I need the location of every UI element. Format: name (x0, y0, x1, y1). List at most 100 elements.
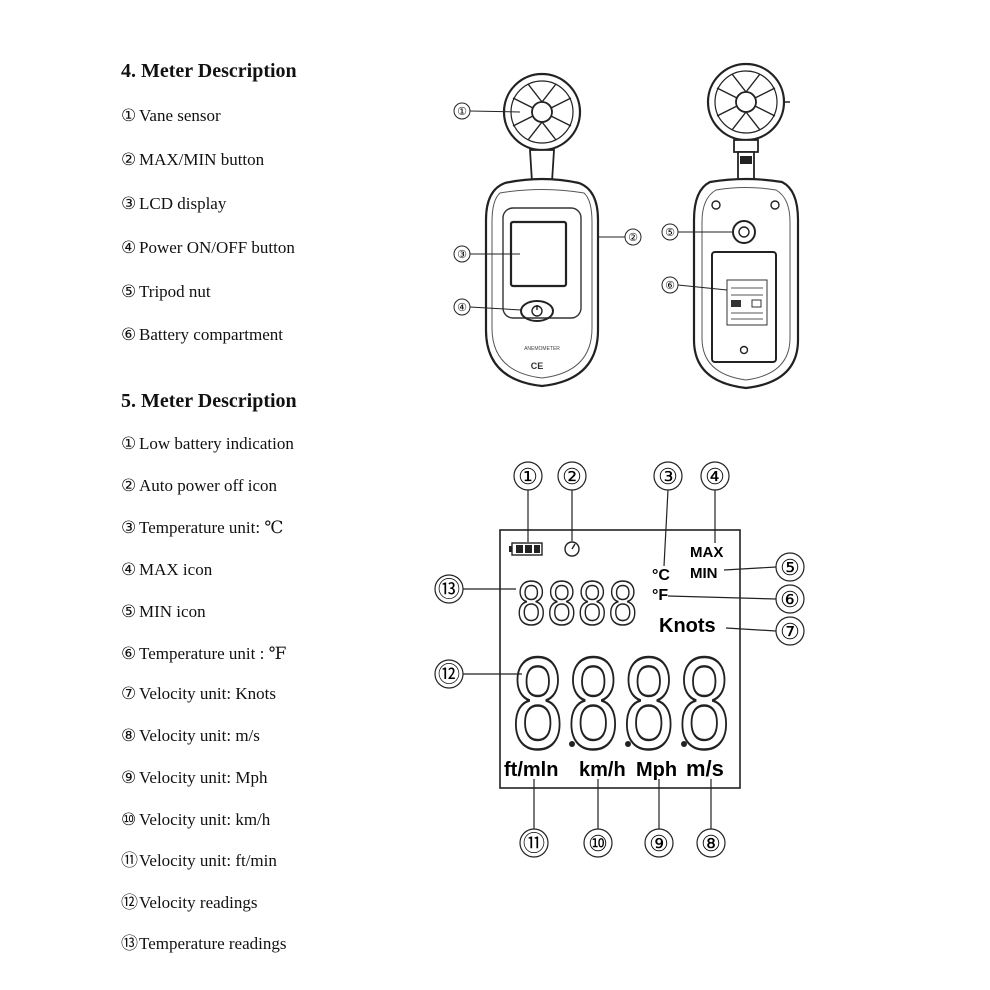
item-number: ⑬ (121, 934, 138, 953)
item-number: ⑫ (121, 893, 138, 912)
item-number: ⑨ (121, 768, 137, 787)
item-text: Velocity unit: km/h (139, 810, 271, 829)
item-text: Power ON/OFF button (139, 238, 295, 257)
item-number: ⑪ (121, 851, 138, 870)
meter-back-illustration (692, 62, 800, 390)
item-number: ② (121, 476, 137, 495)
lcd-callout-5: ⑤ (780, 555, 800, 580)
ce-mark: CE (531, 361, 544, 371)
lcd-callout-7: ⑦ (780, 619, 800, 644)
item-text: Temperature unit : ℉ (139, 644, 287, 663)
lcd-callout-12: ⑫ (438, 662, 460, 687)
callout-back-5: ⑤ (665, 227, 675, 239)
lcd-small-digits: 8888 (516, 570, 638, 638)
callout-front-1: ① (457, 106, 467, 118)
lcd-velocity-readout: 8888 (509, 634, 733, 778)
callout-front-4: ④ (457, 302, 467, 314)
item-text: MAX/MIN button (139, 150, 265, 169)
item-number: ⑤ (121, 602, 137, 621)
front-brand-label: ANEMOMETER (524, 346, 560, 352)
item-text: Low battery indication (139, 434, 294, 453)
lcd-callout-1: ① (518, 464, 538, 489)
back-callouts: ⑤ ⑥ (661, 223, 733, 294)
item-text: Velocity unit: Knots (139, 684, 276, 703)
battery-icon (509, 542, 543, 556)
lcd-fahrenheit-icon: °F (652, 587, 668, 604)
lcd-unit-mph: Mph (636, 759, 677, 781)
lcd-callouts: ① ② ③ ④ ⑤ ⑥ ⑦ ⑧ ⑨ ⑩ (434, 461, 805, 858)
callout-front-2: ② (628, 232, 638, 244)
item-text: Velocity unit: ft/min (139, 851, 277, 870)
lcd-diagram: MAX MIN °C °F Knots 8888 8888 ft/mln km/… (499, 529, 741, 789)
item-text: MAX icon (139, 560, 213, 579)
item-text: Tripod nut (139, 282, 211, 301)
item-number: ④ (121, 238, 137, 257)
item-text: Temperature readings (139, 934, 287, 953)
lcd-unit-kmh: km/h (579, 759, 626, 781)
lcd-unit-ftmin: ft/mln (504, 759, 558, 781)
callout-back-6: ⑥ (665, 280, 675, 292)
item-number: ③ (121, 518, 137, 537)
lcd-callout-6: ⑥ (780, 587, 800, 612)
lcd-min-icon: MIN (690, 565, 718, 582)
lcd-callout-13: ⑬ (438, 577, 460, 602)
lcd-callout-11: ⑪ (523, 831, 545, 856)
meter-front-illustration: ANEMOMETER CE (484, 72, 600, 388)
item-text: Vane sensor (139, 106, 221, 125)
lcd-knots-icon: Knots (659, 615, 716, 637)
lcd-callout-3: ③ (658, 464, 678, 489)
item-number: ⑥ (121, 325, 137, 344)
item-text: Temperature unit: ℃ (139, 518, 284, 537)
item-number: ⑤ (121, 282, 137, 301)
item-number: ② (121, 150, 137, 169)
lcd-callout-10: ⑩ (588, 831, 608, 856)
lcd-callout-2: ② (562, 464, 582, 489)
item-text: Battery compartment (139, 325, 283, 344)
item-number: ① (121, 434, 137, 453)
lcd-celsius-icon: °C (652, 567, 670, 584)
item-text: Auto power off icon (139, 476, 278, 495)
item-number: ⑧ (121, 726, 137, 745)
item-number: ⑥ (121, 644, 137, 663)
front-callouts: ① ② ③ ④ (453, 102, 642, 316)
lcd-callout-4: ④ (705, 464, 725, 489)
section-5-heading: 5. Meter Description (121, 390, 297, 412)
list-item: ⑪Velocity unit: ft/min (121, 851, 277, 871)
lcd-temperature-readout: 8888 (515, 569, 639, 639)
lcd-max-icon: MAX (690, 544, 723, 561)
item-text: LCD display (139, 194, 227, 213)
item-text: Velocity readings (139, 893, 258, 912)
item-number: ④ (121, 560, 137, 579)
callout-front-3: ③ (457, 249, 467, 261)
list-item: ⑬Temperature readings (121, 934, 287, 954)
item-text: Velocity unit: m/s (139, 726, 260, 745)
auto-power-off-icon (564, 541, 580, 557)
section-4-heading: 4. Meter Description (121, 60, 297, 82)
item-number: ③ (121, 194, 137, 213)
lcd-callout-9: ⑨ (649, 831, 669, 856)
lcd-frame (499, 529, 741, 789)
lcd-unit-ms: m/s (686, 756, 724, 781)
lcd-big-digits: 8888 (510, 635, 732, 777)
item-number: ① (121, 106, 137, 125)
item-number: ⑩ (121, 810, 137, 829)
item-number: ⑦ (121, 684, 137, 703)
lcd-callout-8: ⑧ (701, 831, 721, 856)
